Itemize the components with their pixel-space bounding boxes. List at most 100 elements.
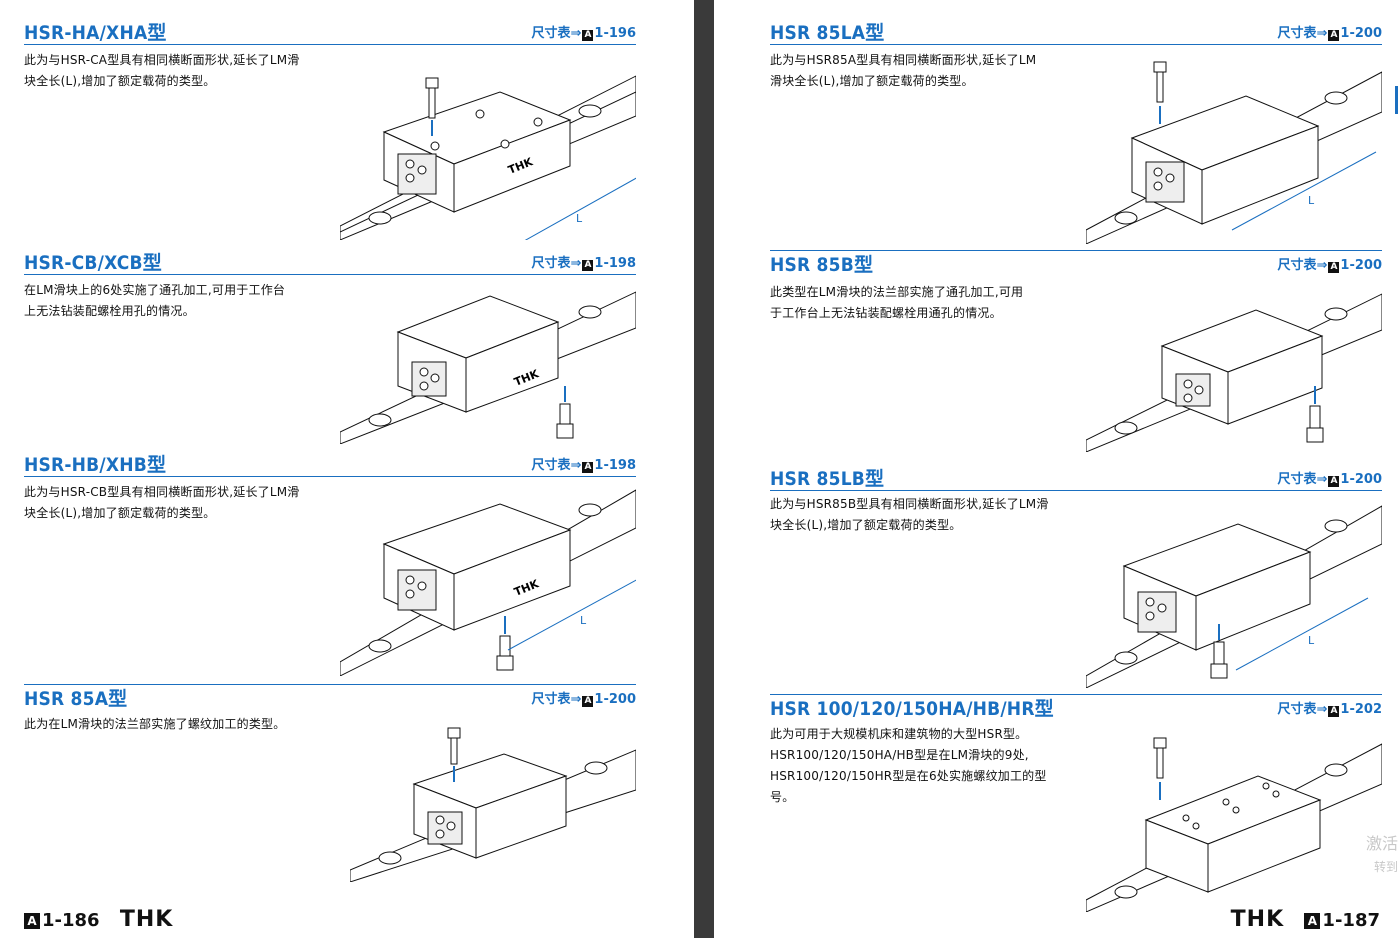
bolt-icon — [1153, 61, 1167, 103]
section-title: HSR 85A型 — [24, 688, 128, 710]
ref-page: 1-200 — [1340, 472, 1382, 487]
ref-prefix: 尺寸表⇒ — [1277, 472, 1328, 487]
page-gutter — [694, 0, 714, 938]
lm-guide-illustration: L — [1086, 61, 1382, 244]
title-rule — [770, 694, 1382, 695]
bolt-icon — [1153, 737, 1167, 779]
a-box-icon: A — [582, 30, 594, 41]
section-title: HSR 85LA型 — [770, 22, 885, 44]
section-description: 此为与HSR-CA型具有相同横断面形状,延长了LM滑 块全长(L),增加了额定载… — [24, 50, 324, 92]
ref-page: 1-202 — [1340, 702, 1382, 717]
title-rule — [24, 476, 636, 477]
section-description: 此类型在LM滑块的法兰部实施了通孔加工,可用 于工作台上无法钻装配螺栓用通孔的情… — [770, 282, 1070, 324]
title-rule — [770, 44, 1382, 45]
lm-guide-illustration: THK L — [340, 489, 636, 676]
section-title: HSR-HA/XHA型 — [24, 22, 167, 44]
lm-guide-illustration: THK L — [340, 75, 636, 240]
section-description: 此为与HSR85A型具有相同横断面形状,延长了LM 滑块全长(L),增加了额定载… — [770, 50, 1070, 92]
a-box-icon: A — [582, 260, 594, 271]
a-box-icon: A — [1328, 262, 1340, 273]
title-rule — [770, 490, 1382, 491]
desc-line: 此为可用于大规模机床和建筑物的大型HSR型。 — [770, 727, 1028, 741]
lm-guide-illustration: THK — [340, 291, 636, 444]
lm-guide-illustration — [350, 727, 636, 882]
bolt-icon — [556, 403, 574, 439]
desc-line: 此为与HSR85A型具有相同横断面形状,延长了LM — [770, 53, 1037, 67]
activation-watermark: 转到 — [1373, 860, 1398, 874]
activation-watermark: 激活 — [1365, 834, 1398, 853]
desc-line: 块全长(L),增加了额定载荷的类型。 — [24, 506, 216, 520]
ref-page: 1-200 — [1340, 26, 1382, 41]
dimension-label: L — [1308, 634, 1315, 647]
dimension-label: L — [1308, 194, 1315, 207]
desc-line: 在LM滑块上的6处实施了通孔加工,可用于工作台 — [24, 283, 286, 297]
lm-guide-illustration — [1086, 737, 1382, 912]
lm-block-icon — [1160, 309, 1324, 425]
lm-block-icon — [1144, 775, 1322, 893]
section-description: 此为与HSR-CB型具有相同横断面形状,延长了LM滑 块全长(L),增加了额定载… — [24, 482, 324, 524]
desc-line: 于工作台上无法钻装配螺栓用通孔的情况。 — [770, 306, 1002, 320]
section-tab-marker — [1395, 86, 1398, 114]
lm-block-icon — [412, 753, 568, 859]
section-title: HSR 100/120/150HA/HB/HR型 — [770, 698, 1054, 720]
section-description: 此为与HSR85B型具有相同横断面形状,延长了LM滑 块全长(L),增加了额定载… — [770, 494, 1070, 536]
lm-guide-illustration — [1086, 293, 1382, 452]
lm-block-icon — [396, 295, 560, 413]
section-title: HSR-HB/XHB型 — [24, 454, 167, 476]
ref-prefix: 尺寸表⇒ — [531, 256, 582, 271]
desc-line: 块全长(L),增加了额定载荷的类型。 — [770, 518, 962, 532]
ref-page: 1-198 — [594, 458, 636, 473]
title-rule — [24, 44, 636, 45]
a-box-icon: A — [1328, 476, 1340, 487]
ref-page: 1-198 — [594, 256, 636, 271]
dimension-label: L — [580, 614, 587, 627]
desc-line: 此为与HSR-CA型具有相同横断面形状,延长了LM滑 — [24, 53, 300, 67]
bolt-icon — [496, 635, 514, 671]
desc-line: 块全长(L),增加了额定载荷的类型。 — [24, 74, 216, 88]
title-rule — [24, 274, 636, 275]
a-box-icon: A — [582, 696, 594, 707]
ref-prefix: 尺寸表⇒ — [1277, 258, 1328, 273]
desc-line: 滑块全长(L),增加了额定载荷的类型。 — [770, 74, 974, 88]
ref-prefix: 尺寸表⇒ — [1277, 702, 1328, 717]
dimension-line — [507, 579, 636, 651]
desc-line: 号。 — [770, 790, 795, 804]
lm-block-icon — [382, 91, 572, 213]
bolt-icon — [1210, 641, 1228, 679]
title-rule — [24, 684, 636, 685]
lm-guide-illustration: L — [1086, 505, 1382, 688]
dimension-label: L — [576, 212, 583, 225]
ref-page: 1-196 — [594, 26, 636, 41]
page-number: 1-186 — [42, 910, 100, 931]
bolt-icon — [425, 77, 439, 119]
desc-line: HSR100/120/150HR型是在6处实施螺纹加工的型 — [770, 769, 1047, 783]
desc-line: 上无法钻装配螺栓用孔的情况。 — [24, 304, 195, 318]
dimension-line — [1235, 597, 1369, 671]
title-rule — [770, 250, 1382, 251]
thk-logo: THK — [1230, 907, 1285, 932]
desc-line: 此为与HSR85B型具有相同横断面形状,延长了LM滑 — [770, 497, 1049, 511]
ref-prefix: 尺寸表⇒ — [531, 458, 582, 473]
ref-prefix: 尺寸表⇒ — [1277, 26, 1328, 41]
section-title: HSR-CB/XCB型 — [24, 252, 162, 274]
section-title: HSR 85LB型 — [770, 468, 885, 490]
desc-line: HSR100/120/150HA/HB型是在LM滑块的9处, — [770, 748, 1029, 762]
lm-block-icon — [1130, 95, 1320, 225]
